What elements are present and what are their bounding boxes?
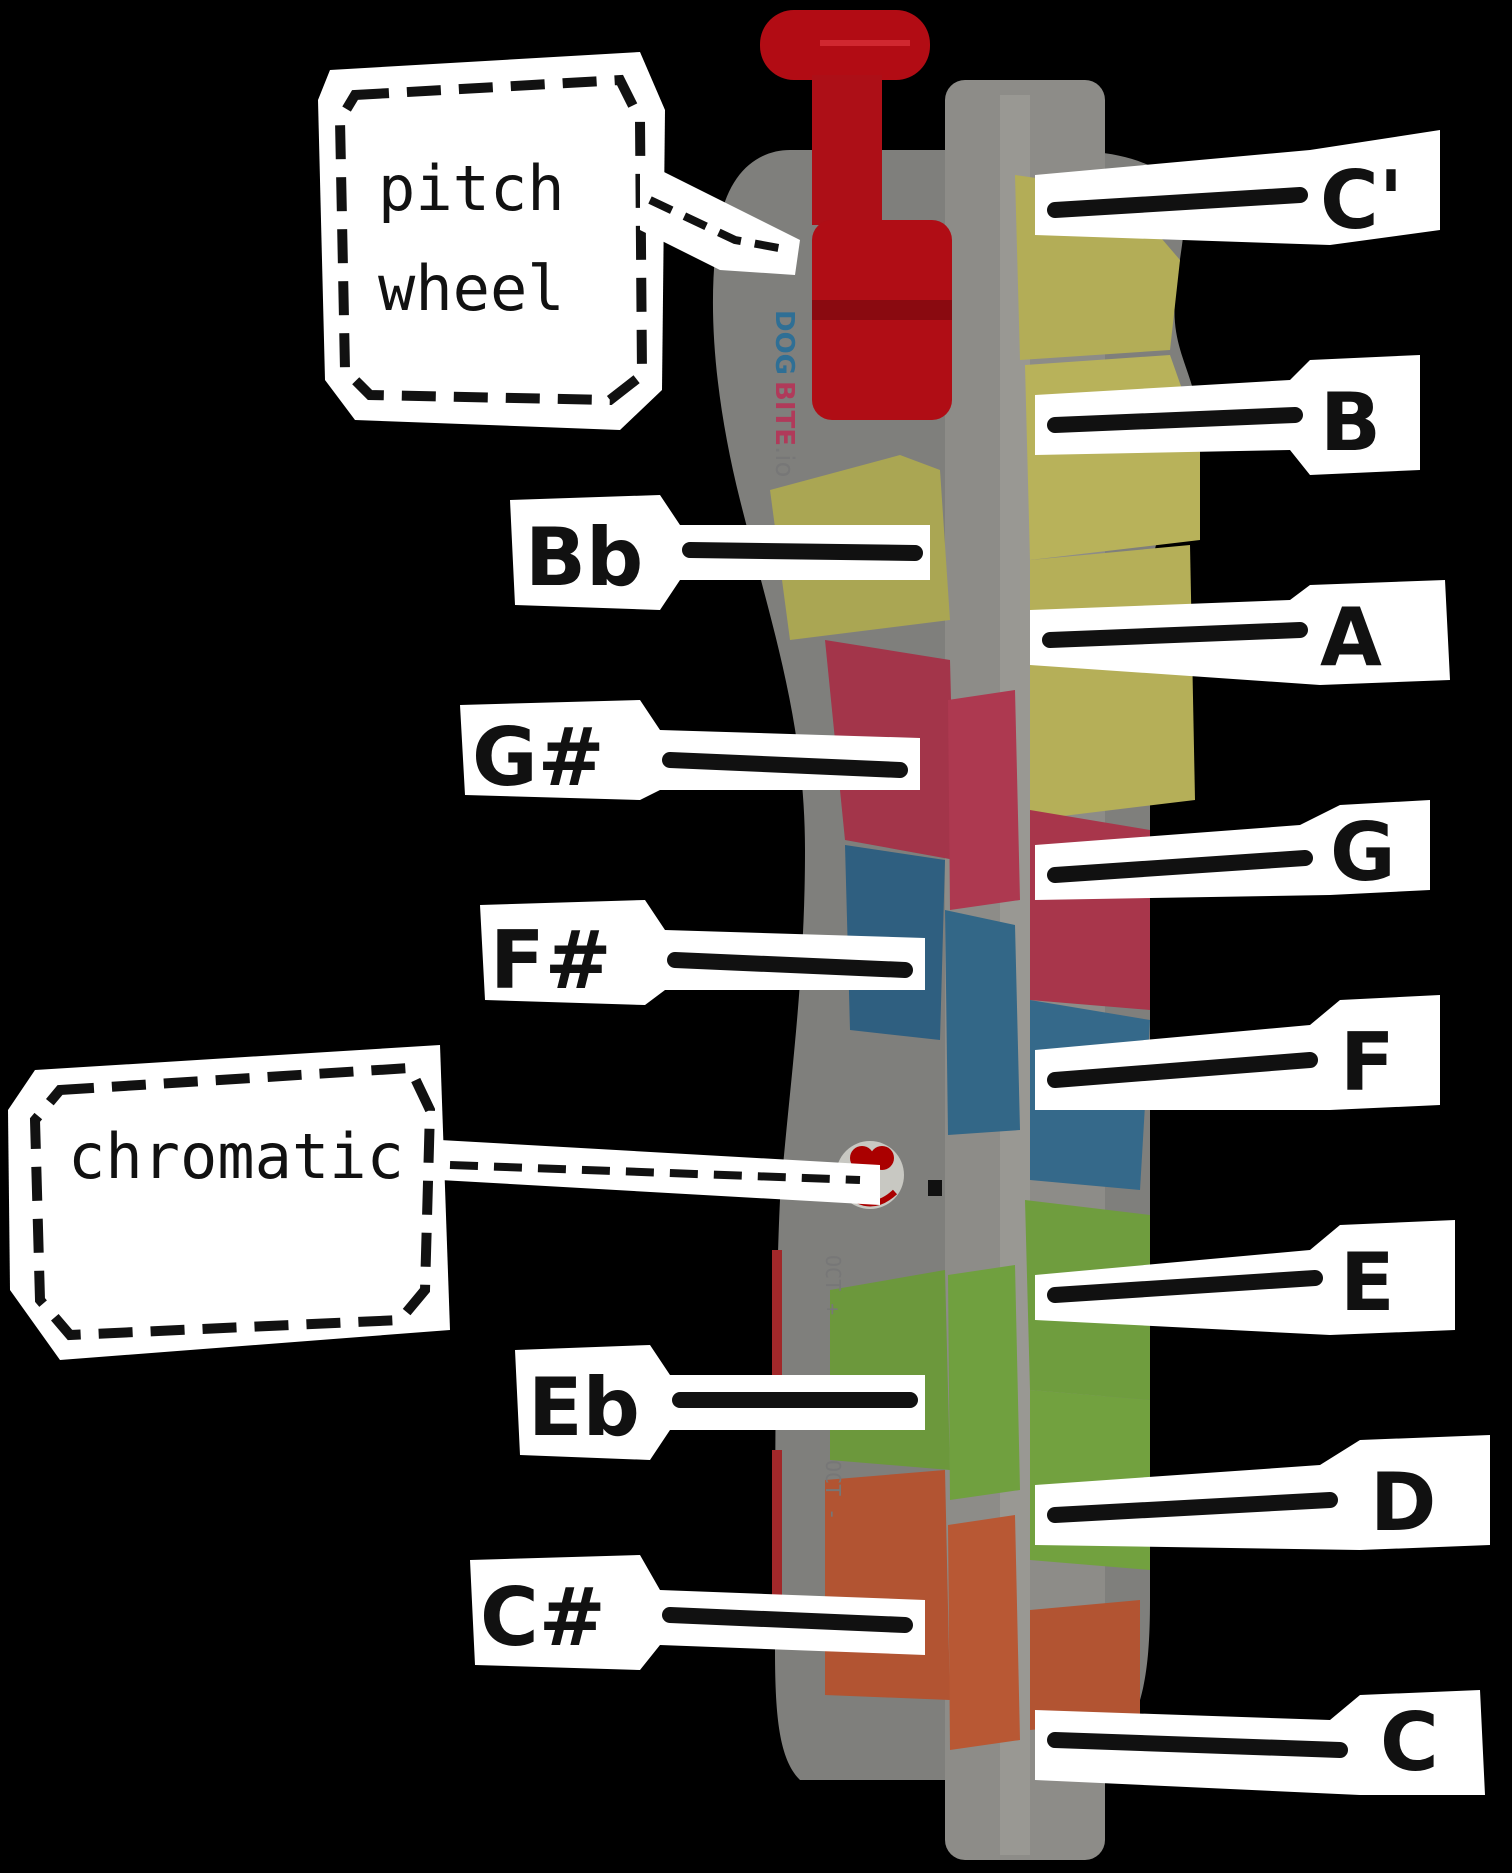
chromatic-callout-leader-bg [440,1140,880,1205]
pitch-wheel[interactable] [760,10,952,420]
note-label-f-text: F [1340,1016,1395,1109]
chromatic-callout-border [29,1062,436,1341]
key-a[interactable] [1030,545,1195,820]
note-label-g-sharp: G# [460,700,920,804]
pitch-wheel-callout-leader [648,196,791,254]
brand-bite: BITE [769,381,799,446]
key-eb[interactable] [830,1270,950,1470]
note-label-c-prime-text: C' [1320,154,1403,247]
note-label-e: E [1035,1220,1455,1335]
note-label-b: B [1035,355,1420,475]
key-b[interactable] [1025,355,1200,560]
note-label-d-text: D [1370,1456,1436,1549]
note-label-bb: Bb [510,495,930,610]
pitch-wheel-callout-border [334,74,648,406]
note-label-a: A [1030,580,1450,685]
chromatic-label: chromatic [68,1120,404,1193]
note-labels-left: Bb G# F# Eb C# [460,495,930,1670]
brand-dog: DOG [769,310,799,375]
note-label-eb-text: Eb [528,1361,640,1454]
key-c[interactable] [1030,1600,1140,1730]
oct-down-label: OCT - [821,1460,845,1520]
note-label-c-text: C [1380,1696,1439,1789]
note-label-b-text: B [1320,376,1381,469]
note-label-f-sharp-text: F# [490,914,612,1007]
oct-up-button[interactable] [772,1250,782,1400]
key-c-sharp-inner [948,1515,1020,1750]
note-labels-right: C' B A G F E D [1030,130,1490,1795]
note-label-a-text: A [1320,591,1382,684]
note-label-c-sharp-text: C# [480,1571,606,1664]
note-label-c-prime: C' [1035,130,1440,247]
note-label-c-sharp: C# [470,1555,925,1670]
key-f-sharp-inner [945,910,1020,1135]
pitch-wheel-callout-bg [318,52,665,430]
note-label-d: D [1035,1435,1490,1550]
key-eb-inner [948,1265,1020,1500]
note-label-g-text: G [1330,806,1396,899]
side-buttons: OCT + OCT - [772,1250,845,1600]
key-g-sharp-inner [948,690,1020,910]
chromatic-callout: chromatic [8,1045,880,1360]
note-label-eb: Eb [515,1345,925,1460]
chromatic-callout-bg [8,1045,450,1360]
note-label-e-text: E [1340,1236,1395,1329]
note-label-g-sharp-text: G# [472,711,605,804]
pitch-wheel-callout: pitch wheel [318,52,800,430]
note-label-g: G [1035,800,1430,900]
note-label-f-sharp: F# [480,900,925,1007]
note-label-f: F [1035,995,1440,1110]
keys [770,175,1200,1750]
brand-logo: DOG BITE.io [769,310,799,477]
svg-text:DOGBITE.io: DOG BITE.io [769,310,799,477]
pitch-wheel-label-line2: wheel [378,252,565,325]
pitch-wheel-label-line1: pitch [378,152,565,225]
note-label-c: C [1035,1690,1485,1795]
oct-up-label: OCT + [821,1255,845,1315]
oct-down-button[interactable] [772,1450,782,1600]
note-label-bb-text: Bb [525,511,643,604]
brand-suffix: .io [769,446,799,477]
chromatic-callout-leader [449,1161,861,1184]
